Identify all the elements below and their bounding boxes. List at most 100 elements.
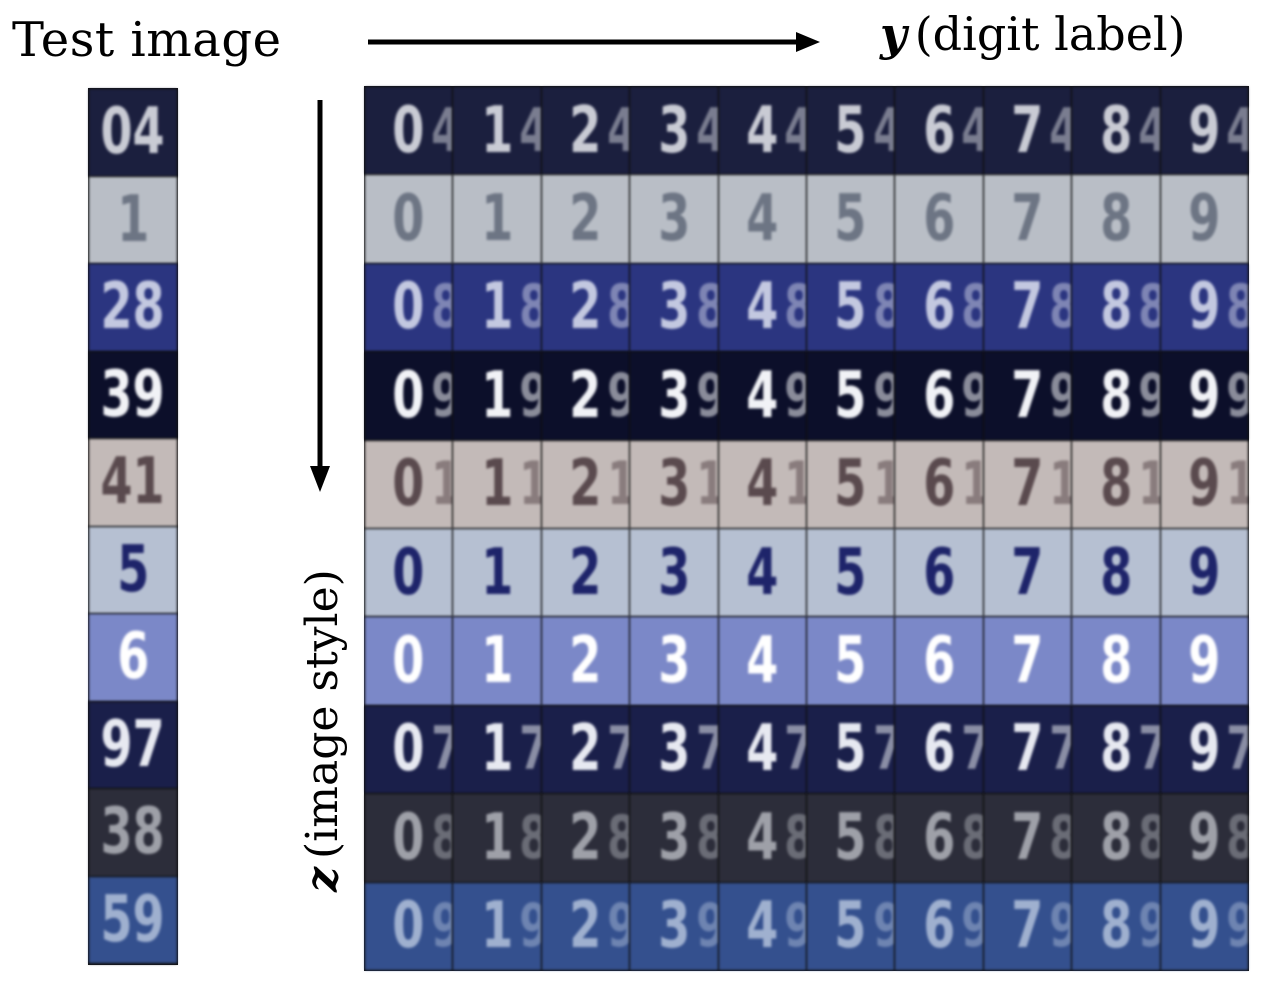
test-image-digits: 38: [100, 795, 166, 870]
test-image-cell: 41: [89, 439, 177, 527]
generated-digit: 6: [923, 800, 956, 875]
generated-cell: 91: [1160, 440, 1248, 528]
style-context-digit: 8: [961, 272, 982, 342]
generated-cell: 39: [630, 352, 718, 440]
generated-digit: 3: [657, 270, 690, 345]
generated-digit: 7: [1011, 447, 1044, 522]
style-context-digit: 8: [1138, 803, 1159, 873]
generated-cell: 39: [630, 882, 718, 970]
generated-cell: 64: [895, 87, 983, 175]
style-context-digit: 7: [1050, 714, 1071, 784]
generated-cell: 78: [983, 263, 1072, 352]
generated-cell: 08: [365, 794, 453, 882]
test-image-digits: 59: [100, 882, 166, 957]
style-context-digit: 1: [785, 449, 806, 519]
style-context-digit: 9: [1050, 891, 1071, 961]
generated-digit: 6: [923, 712, 956, 787]
generated-cell: 07: [365, 705, 453, 794]
generated-cell: 5: [807, 529, 895, 617]
generated-cell: 47: [718, 705, 806, 794]
style-context-digit: 1: [519, 449, 540, 519]
generated-cell: 6: [895, 175, 983, 263]
generated-cell: 49: [718, 352, 806, 440]
generated-cell: 58: [807, 794, 895, 882]
generated-digit: 6: [923, 447, 956, 522]
generated-cell: 17: [453, 705, 541, 794]
generated-cell: 88: [1072, 794, 1160, 882]
style-context-digit: 9: [519, 361, 540, 431]
style-context-digit: 4: [608, 96, 629, 166]
generated-digit: 5: [834, 712, 867, 787]
test-image-cell: 39: [89, 351, 177, 439]
generated-cell: 68: [895, 263, 983, 352]
style-context-digit: 4: [519, 96, 540, 166]
generated-cell: 99: [1160, 352, 1248, 440]
style-context-digit: 9: [1227, 891, 1248, 961]
generated-digit: 7: [1011, 535, 1044, 610]
generated-cell: 2: [541, 175, 630, 263]
test-image-digits: 04: [100, 95, 166, 170]
test-image-cell: 6: [89, 614, 177, 702]
generated-digit: 8: [1099, 358, 1132, 433]
generated-cell: 24: [541, 87, 630, 175]
generated-cell: 61: [895, 440, 983, 528]
style-context-digit: 9: [1138, 361, 1159, 431]
generated-digit: 1: [481, 93, 514, 168]
y-symbol: y: [880, 7, 907, 61]
test-image-digits: 1: [116, 182, 150, 257]
generated-cell: 1: [453, 529, 541, 617]
generated-cell: 79: [983, 352, 1072, 440]
generated-cell: 99: [1160, 882, 1248, 970]
style-context-digit: 8: [519, 803, 540, 873]
generated-digit: 8: [1099, 447, 1132, 522]
generated-digit: 6: [923, 270, 956, 345]
generated-cell: 6: [895, 617, 983, 705]
style-context-digit: 1: [1050, 449, 1071, 519]
generated-cell: 44: [718, 87, 806, 175]
generated-digit: 5: [834, 270, 867, 345]
generated-cell: 5: [807, 617, 895, 705]
generated-digit: 8: [1099, 270, 1132, 345]
generated-digit: 4: [746, 889, 779, 964]
style-context-digit: 1: [1227, 449, 1248, 519]
style-context-digit: 1: [961, 449, 982, 519]
generated-digit: 3: [657, 535, 690, 610]
generated-digit: 0: [392, 800, 425, 875]
test-image-digits: 39: [100, 357, 166, 432]
style-context-digit: 8: [873, 803, 894, 873]
generated-digit: 5: [834, 535, 867, 610]
generated-digit: 9: [1188, 358, 1221, 433]
generated-digit: 2: [569, 800, 602, 875]
generated-digit: 3: [657, 93, 690, 168]
style-context-digit: 8: [873, 272, 894, 342]
generated-cell: 6: [895, 529, 983, 617]
generated-digit: 9: [1188, 182, 1221, 257]
style-context-digit: 9: [873, 891, 894, 961]
generated-digit: 5: [834, 447, 867, 522]
generated-digit: 2: [569, 624, 602, 699]
style-context-digit: 7: [961, 714, 982, 784]
generated-cell: 89: [1072, 352, 1160, 440]
generated-digit: 3: [657, 624, 690, 699]
generated-digit: 5: [834, 358, 867, 433]
generated-digit: 1: [481, 889, 514, 964]
generated-cell: 8: [1072, 529, 1160, 617]
generated-cell: 3: [630, 529, 718, 617]
style-context-digit: 4: [1050, 96, 1071, 166]
generated-digit: 0: [392, 182, 425, 257]
test-image-title: Test image: [12, 12, 282, 68]
style-context-digit: 9: [1050, 361, 1071, 431]
generated-digit: 7: [1011, 358, 1044, 433]
generated-cell: 84: [1072, 87, 1160, 175]
style-context-digit: 8: [608, 272, 629, 342]
generated-digit: 2: [569, 182, 602, 257]
generated-digit: 0: [392, 535, 425, 610]
generated-cell: 59: [807, 352, 895, 440]
generated-cell: 7: [983, 175, 1072, 263]
style-context-digit: 8: [1227, 803, 1248, 873]
test-image-cell: 97: [89, 701, 177, 789]
style-context-digit: 4: [873, 96, 894, 166]
generated-cell: 8: [1072, 175, 1160, 263]
generated-cell: 68: [895, 794, 983, 882]
generated-digit: 2: [569, 889, 602, 964]
